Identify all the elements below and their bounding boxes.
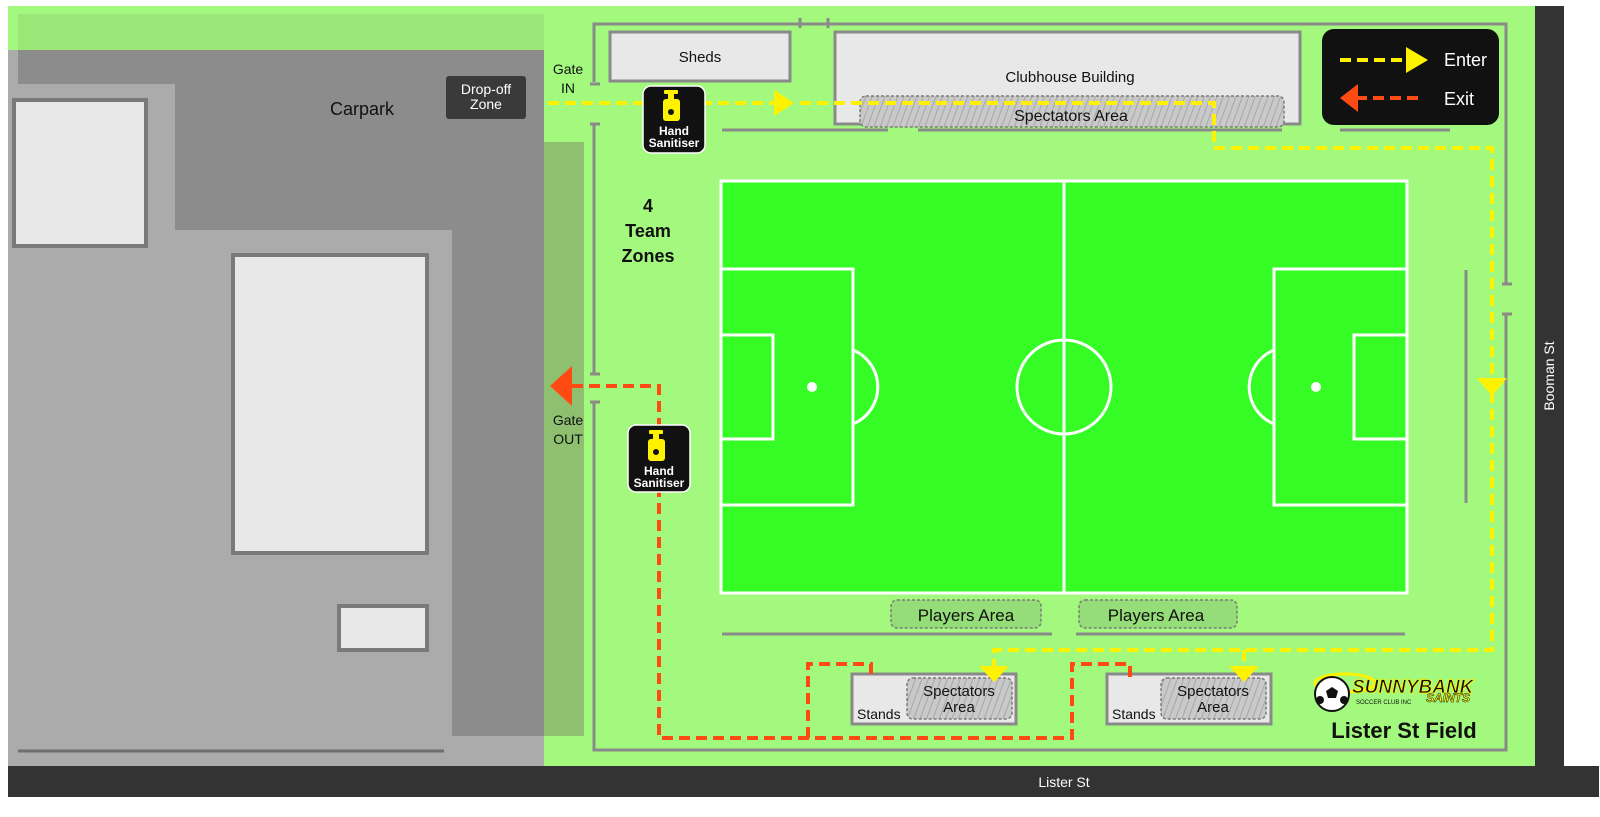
carpark-building [337,604,429,652]
svg-text:Stands: Stands [1112,706,1156,722]
logo-tagline: SOCCER CLUB INC [1356,700,1412,706]
svg-text:Sheds: Sheds [679,49,722,66]
players-area: Players Area [1078,599,1238,629]
svg-text:Players Area: Players Area [1108,606,1205,625]
svg-text:Area: Area [943,699,975,716]
legend: Enter Exit [1322,29,1499,125]
dropoff-zone: Drop-off Zone [446,76,526,119]
enter-arrow-icon [1229,666,1259,682]
carpark-building [12,98,148,248]
svg-text:Spectators: Spectators [1177,683,1249,700]
svg-text:Area: Area [1197,699,1229,716]
enter-arrow-icon [1477,378,1507,396]
svg-text:Spectators: Spectators [923,683,995,700]
carpark-building [231,253,429,555]
svg-text:Zone: Zone [470,96,502,112]
svg-text:IN: IN [561,80,575,96]
svg-text:Sanitiser: Sanitiser [634,476,685,490]
stands-right: Stands Spectators Area [1105,672,1273,726]
enter-arrow-icon [979,666,1009,682]
svg-text:Gate: Gate [553,61,584,77]
sheds: Sheds [608,30,792,83]
svg-text:Zones: Zones [621,246,674,266]
gate-in: Gate IN [553,61,584,96]
svg-text:4: 4 [643,196,653,216]
legend-exit-label: Exit [1444,89,1474,109]
legend-enter-label: Enter [1444,50,1487,70]
road-booman-st [1535,6,1564,766]
svg-text:Gate: Gate [553,412,584,428]
logo-text: SUNNYBANK [1352,677,1475,698]
svg-text:Stands: Stands [857,706,901,722]
players-area: Players Area [890,599,1042,629]
svg-text:Team: Team [625,221,671,241]
spectators-area-top: Spectators Area [859,95,1285,128]
exit-route [572,384,1132,740]
soccer-pitch [719,179,1409,595]
street-label-bottom: Lister St [1038,774,1089,790]
field-fence [590,18,1512,752]
carpark-label: Carpark [330,99,395,119]
svg-text:OUT: OUT [553,431,583,447]
svg-text:Hand: Hand [644,464,674,478]
hand-sanitiser-station: Hand Sanitiser [642,85,706,154]
exit-arrow-icon [550,366,572,406]
enter-arrow-icon [1406,47,1428,73]
svg-text:Players Area: Players Area [918,606,1015,625]
exit-arrow-icon [1340,84,1358,112]
stands-left: Stands Spectators Area [850,672,1018,726]
map-title: Lister St Field [1331,718,1476,743]
svg-text:Drop-off: Drop-off [461,81,511,97]
hand-sanitiser-station: Hand Sanitiser [627,424,691,493]
svg-text:Spectators Area: Spectators Area [1014,108,1128,125]
svg-text:Hand: Hand [659,124,689,138]
street-label-right: Booman St [1541,341,1557,410]
enter-arrow-icon [774,90,794,116]
team-zones-label: 4 Team Zones [621,196,674,266]
logo-sub: SAINTS [1426,691,1470,705]
svg-text:Clubhouse Building: Clubhouse Building [1005,69,1134,86]
road-lister-st [8,766,1599,797]
gate-out: Gate OUT [553,412,584,447]
svg-text:Sanitiser: Sanitiser [649,136,700,150]
enter-route [548,101,1494,668]
carpark: Carpark [8,14,584,766]
club-logo: SUNNYBANK SAINTS SOCCER CLUB INC [1313,672,1475,712]
